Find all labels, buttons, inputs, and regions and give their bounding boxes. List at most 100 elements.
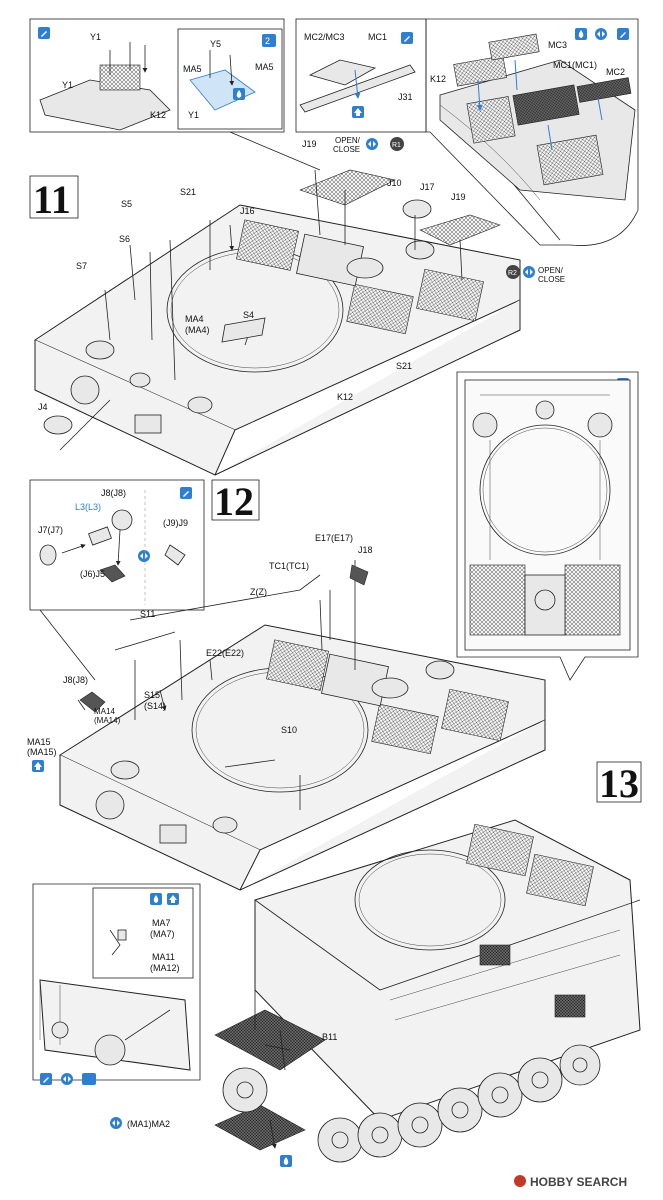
choose-option-icon bbox=[138, 550, 150, 562]
part-label: S5 bbox=[121, 199, 132, 209]
part-label: MA4 bbox=[185, 314, 204, 324]
r2-badge bbox=[506, 265, 520, 279]
step13-inset-drawing bbox=[39, 929, 191, 1071]
step-number-box bbox=[596, 761, 642, 803]
step11-left-inset bbox=[29, 18, 285, 133]
step13-inset bbox=[32, 883, 201, 1081]
choose-option-icon bbox=[595, 28, 607, 40]
step-number: 12 bbox=[214, 479, 254, 524]
part-label: (MA7) bbox=[150, 929, 175, 939]
paint-icon bbox=[40, 1073, 52, 1085]
choose-option-icon bbox=[61, 1073, 73, 1085]
part-label: K12 bbox=[337, 392, 353, 402]
cement-icon bbox=[575, 28, 587, 40]
part-label: J31 bbox=[398, 92, 413, 102]
paint-icon bbox=[617, 28, 629, 40]
choose-option-icon bbox=[110, 1117, 122, 1129]
part-label: MA11 bbox=[152, 952, 175, 962]
part-label: (MA15) bbox=[27, 747, 57, 757]
part-label: S6 bbox=[119, 234, 130, 244]
part-label: (MA12) bbox=[150, 963, 180, 973]
step-number-box bbox=[211, 479, 260, 521]
center-inset-drawing bbox=[299, 59, 416, 113]
open-close-label: OPEN/ bbox=[538, 266, 564, 275]
part-label: (J9)J9 bbox=[163, 518, 188, 528]
step11-badge-icon bbox=[262, 34, 276, 47]
inset-pointer bbox=[39, 609, 96, 681]
part-label: J18 bbox=[358, 545, 373, 555]
part-label: J19 bbox=[451, 192, 466, 202]
part-label: J10 bbox=[387, 178, 402, 188]
open-close-label: OPEN/ bbox=[335, 136, 361, 145]
part-label: Z(Z) bbox=[250, 587, 267, 597]
right-inset-drawing bbox=[439, 33, 636, 201]
part-label: MA5 bbox=[183, 64, 202, 74]
paint-icon bbox=[38, 27, 50, 39]
part-label: MA15 bbox=[27, 737, 51, 747]
cement-icon bbox=[233, 88, 245, 100]
part-label: MA5 bbox=[255, 62, 274, 72]
part-label: S11 bbox=[140, 609, 155, 619]
part-label: Y1 bbox=[188, 110, 199, 120]
left-inset-drawing bbox=[39, 42, 256, 131]
open-close-label: CLOSE bbox=[333, 145, 360, 154]
top-view-inset bbox=[456, 371, 639, 681]
part-label: (MA4) bbox=[185, 325, 210, 335]
part-label: J8(J8) bbox=[101, 488, 126, 498]
part-label: S4 bbox=[243, 310, 254, 320]
part-label: J17 bbox=[420, 182, 435, 192]
cement-icon bbox=[150, 893, 162, 905]
part-label: (J6)J5 bbox=[80, 569, 105, 579]
step12-hull-drawing bbox=[58, 560, 546, 891]
part-label: J16 bbox=[240, 206, 255, 216]
open-close-label: CLOSE bbox=[538, 275, 565, 284]
upward-orientation-icon bbox=[352, 106, 364, 118]
part-label: E22(E22) bbox=[206, 648, 244, 658]
part-label: MC2 bbox=[606, 67, 625, 77]
step11-hull-drawing bbox=[33, 169, 521, 476]
part-label: B11 bbox=[322, 1032, 337, 1042]
road-wheels bbox=[222, 1044, 601, 1163]
watermark: HOBBY SEARCH bbox=[530, 1175, 627, 1189]
part-label: Y1 bbox=[90, 32, 101, 42]
step13-hull-drawing bbox=[214, 819, 641, 1163]
hobby-search-logo-icon bbox=[514, 1175, 526, 1187]
part-label: MC2/MC3 bbox=[304, 32, 345, 42]
step11-left-subinset bbox=[177, 28, 283, 130]
step-number: 13 bbox=[599, 761, 639, 806]
step11-right-inset bbox=[425, 18, 639, 246]
part-label: J4 bbox=[38, 402, 48, 412]
step11-badge-text: 2 bbox=[265, 36, 270, 46]
choose-option-icon bbox=[523, 266, 535, 278]
paint-icon bbox=[401, 32, 413, 44]
part-label: E17(E17) bbox=[315, 533, 353, 543]
part-label: J19 bbox=[302, 139, 317, 149]
part-label: S21 bbox=[396, 361, 412, 371]
part-label: MC1(MC1) bbox=[553, 60, 597, 70]
part-label: MC1 bbox=[368, 32, 387, 42]
part-label: S7 bbox=[76, 261, 87, 271]
part-label: J8(J8) bbox=[63, 675, 88, 685]
step12-inset bbox=[29, 479, 205, 611]
paint-icon bbox=[180, 487, 192, 499]
step-number: 11 bbox=[33, 177, 71, 222]
choose-option-icon bbox=[366, 138, 378, 150]
r2-badge-text: R2 bbox=[508, 270, 517, 277]
top-view-drawing bbox=[464, 379, 631, 651]
part-label: S10 bbox=[281, 725, 297, 735]
part-label: TC1(TC1) bbox=[269, 561, 309, 571]
part-label: J7(J7) bbox=[38, 525, 63, 535]
part-label: (MA1)MA2 bbox=[127, 1119, 170, 1129]
part-label: S15 bbox=[144, 690, 160, 700]
part-label: Y5 bbox=[210, 39, 221, 49]
part-label: (MA14) bbox=[94, 716, 121, 725]
upward-orientation-icon bbox=[167, 893, 179, 905]
part-label: K12 bbox=[150, 110, 166, 120]
r1-badge bbox=[390, 137, 404, 151]
part-label: L3(L3) bbox=[75, 502, 101, 512]
part-label: S21 bbox=[180, 187, 196, 197]
r1-badge-text: R1 bbox=[392, 142, 401, 149]
part-label: Y1 bbox=[62, 80, 73, 90]
step-number-box bbox=[29, 175, 79, 219]
